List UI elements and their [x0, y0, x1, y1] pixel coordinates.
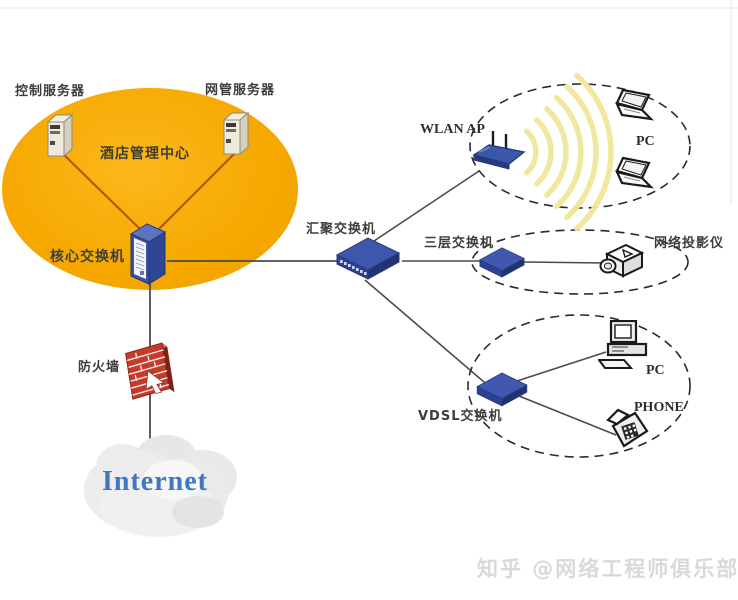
- core-switch-icon: [129, 223, 167, 285]
- vdsl-pc-label: PC: [646, 363, 665, 378]
- wlan-group-ellipse: [469, 83, 691, 209]
- l3-switch-icon: [479, 247, 525, 278]
- wifi-waves-icon: [523, 72, 614, 232]
- link-vdsl-switch-pc: [516, 351, 607, 382]
- projector-icon: [599, 243, 645, 278]
- control-server-label: 控制服务器: [15, 84, 86, 99]
- nms-server-label: 网管服务器: [205, 83, 276, 98]
- control-server-icon: [46, 113, 74, 157]
- link-aggregation-vdsl-switch: [364, 279, 492, 389]
- nms-server-icon: [222, 111, 250, 155]
- internet-label: Internet: [102, 466, 208, 497]
- vdsl-switch-icon: [476, 372, 528, 407]
- projector-group-ellipse: [471, 229, 689, 295]
- zone-label: 酒店管理中心: [100, 146, 190, 162]
- projector-label: 网络投影仪: [654, 236, 725, 251]
- vdsl-group-ellipse: [467, 314, 691, 458]
- aggregation-switch-icon: [335, 237, 401, 280]
- wlan-ap-label: WLAN AP: [420, 122, 485, 137]
- internet-cloud-icon: [84, 435, 237, 537]
- link-vdsl-switch-phone: [518, 395, 617, 436]
- firewall-icon: [125, 342, 175, 400]
- link-aggregation-wlan-ap: [370, 170, 480, 244]
- vdsl-desktop-pc-icon: [598, 320, 648, 369]
- vdsl-phone-icon: [606, 408, 649, 448]
- link-control-server-core-switch: [59, 150, 143, 232]
- aggregation-switch-label: 汇聚交换机: [306, 222, 377, 237]
- core-switch-label: 核心交换机: [50, 249, 125, 265]
- wlan-ap-icon: [472, 131, 526, 170]
- vdsl-switch-label: VDSL交换机: [418, 409, 503, 424]
- firewall-label: 防火墙: [78, 360, 121, 375]
- link-l3-switch-projector: [523, 261, 607, 264]
- l3-switch-label: 三层交换机: [424, 236, 495, 251]
- vdsl-phone-label: PHONE: [634, 400, 684, 415]
- wlan-laptop-top-icon: [615, 88, 654, 121]
- link-nms-server-core-switch: [156, 152, 236, 232]
- wlan-laptop-bottom-icon: [615, 156, 654, 189]
- wlan-pc-label: PC: [636, 134, 655, 149]
- watermark: 知乎 @网络工程师俱乐部: [477, 557, 738, 581]
